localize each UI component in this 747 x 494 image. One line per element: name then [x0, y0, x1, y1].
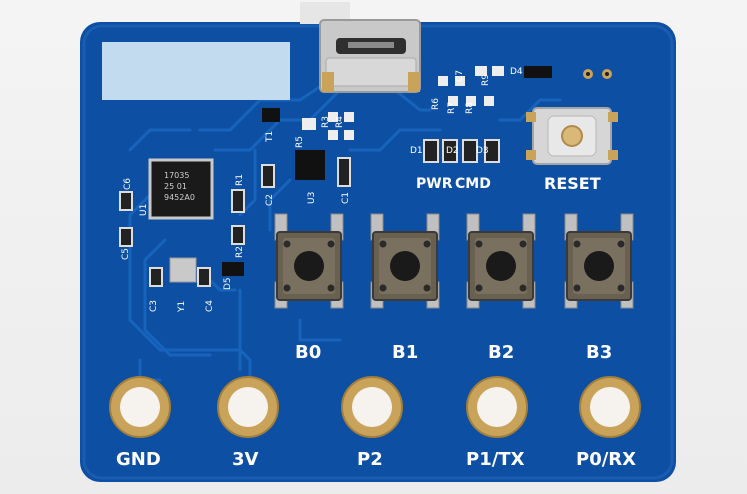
- designator-c2: C2: [265, 193, 275, 206]
- tact-button-b0: [274, 213, 344, 309]
- label-area: [102, 42, 290, 100]
- pin-label-p2: P2: [357, 449, 383, 470]
- pad-3v: [217, 376, 279, 438]
- pad-p0-rx: [579, 376, 641, 438]
- designator-c7: C7: [455, 69, 465, 82]
- chip-marking-1: 17035: [164, 171, 190, 180]
- pwr-label: PWR: [416, 176, 453, 192]
- designator-r1: R1: [235, 174, 245, 186]
- designator-r9: R9: [481, 74, 491, 86]
- designator-d5: D5: [223, 277, 233, 290]
- designator-c3: C3: [149, 299, 159, 312]
- pin-label-gnd: GND: [116, 449, 161, 470]
- chip-marking-2: 25 01: [164, 182, 187, 191]
- pad-p2: [341, 376, 403, 438]
- designator-c5: C5: [121, 247, 131, 260]
- designator-c1: C1: [341, 191, 351, 204]
- reset-label: RESET: [544, 174, 601, 193]
- pin-label-p1tx: P1/TX: [466, 449, 525, 470]
- pad-gnd: [109, 376, 171, 438]
- designator-r3: R3: [321, 116, 331, 128]
- tact-button-b1: [370, 213, 440, 309]
- designator-r8: R8: [465, 102, 475, 114]
- designator-t1: T1: [265, 130, 275, 142]
- designator-d4: D4: [510, 67, 523, 77]
- designator-y1: Y1: [177, 300, 187, 312]
- designator-r4: R4: [335, 116, 345, 128]
- designator-r6: R6: [431, 98, 441, 110]
- cmd-label: CMD: [455, 176, 491, 192]
- designator-u3: U3: [307, 191, 317, 204]
- designator-r5: R5: [295, 136, 305, 148]
- button-label-b1: B1: [392, 342, 419, 363]
- header-holes: [583, 69, 612, 79]
- designator-r2: R2: [235, 246, 245, 258]
- pin-label-p0rx: P0/RX: [576, 449, 637, 470]
- button-label-b0: B0: [295, 342, 322, 363]
- chip-marking-3: 9452A0: [164, 193, 195, 202]
- designator-r7: R7: [447, 102, 457, 114]
- reset-switch: [526, 107, 618, 165]
- tactile-buttons: [274, 213, 634, 309]
- pad-p1-tx: [466, 376, 528, 438]
- pin-label-3v: 3V: [232, 449, 259, 470]
- designator-d3: D3: [476, 146, 489, 156]
- tact-button-b3: [564, 213, 634, 309]
- button-label-b3: B3: [586, 342, 613, 363]
- designator-c6: C6: [123, 177, 133, 190]
- designator-d2: D2: [446, 146, 459, 156]
- designator-c4: C4: [205, 299, 215, 312]
- button-label-b2: B2: [488, 342, 515, 363]
- edge-pads: [109, 376, 641, 438]
- tact-button-b2: [466, 213, 536, 309]
- designator-u1: U1: [139, 203, 149, 216]
- usb-connector: [300, 2, 421, 93]
- microcontroller-chip: [148, 158, 214, 220]
- smd-parts: [119, 66, 552, 287]
- designator-d1: D1: [410, 146, 423, 156]
